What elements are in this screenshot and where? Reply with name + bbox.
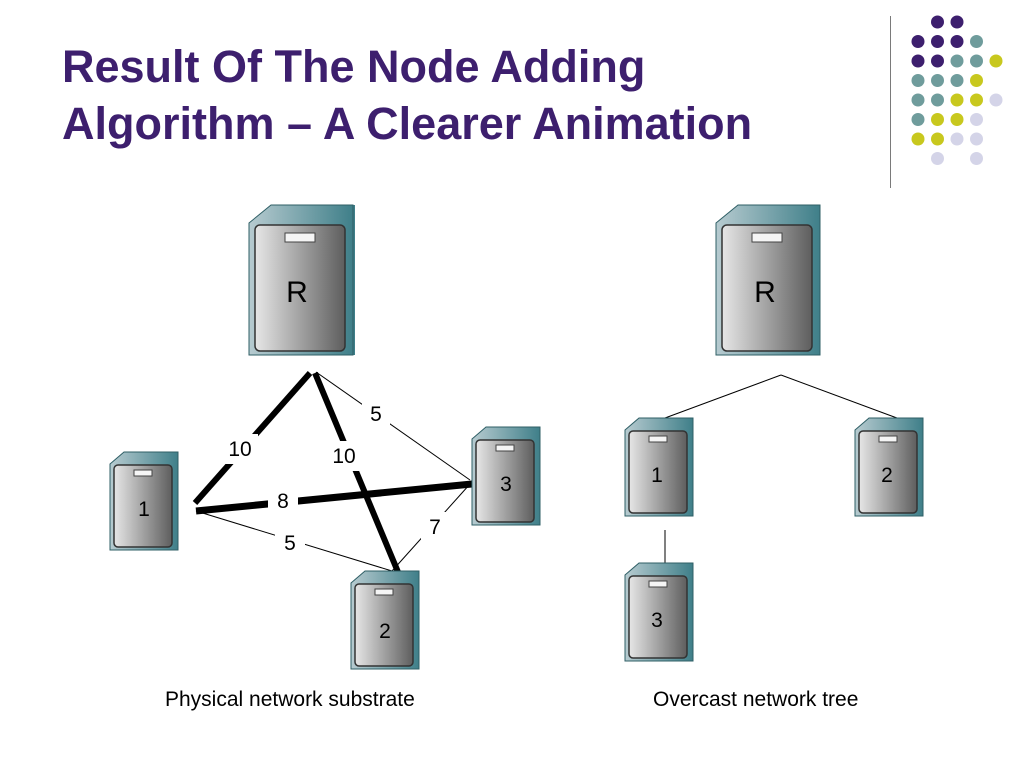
decorative-dot xyxy=(931,35,944,48)
decorative-dot xyxy=(931,15,944,29)
overcast-edges xyxy=(664,374,898,565)
decorative-dot xyxy=(970,74,983,87)
decorative-dot xyxy=(931,152,944,165)
server-2-overcast: 2 xyxy=(854,417,924,517)
weight-r-1: 10 xyxy=(228,438,251,461)
decorative-dot xyxy=(911,113,925,126)
server-label: 3 xyxy=(651,609,663,632)
decorative-dot xyxy=(970,54,983,68)
edge-r-3 xyxy=(315,371,471,481)
decorative-dot xyxy=(931,54,944,68)
tree-edge-r-2 xyxy=(780,374,898,419)
server-r-overcast: R xyxy=(715,204,821,356)
decorative-dot xyxy=(950,113,964,126)
weight-2-3: 7 xyxy=(429,516,441,539)
decorative-dot xyxy=(970,93,983,107)
decorative-dot-grid xyxy=(911,15,1003,165)
server-1-overcast: 1 xyxy=(624,417,694,517)
decorative-dot xyxy=(950,35,964,48)
overcast-tree-caption: Overcast network tree xyxy=(653,688,859,711)
tree-edge-r-1 xyxy=(664,374,782,419)
decorative-dot xyxy=(931,93,944,107)
slide-title-line-1: Result Of The Node Adding xyxy=(62,41,646,92)
edge-1-3-tree xyxy=(195,480,473,515)
slide-title-line-2: Algorithm – A Clearer Animation xyxy=(62,98,753,149)
server-label: 1 xyxy=(651,464,663,487)
decorative-dot xyxy=(950,74,964,87)
server-1-physical: 1 xyxy=(109,451,179,551)
server-r-physical: R xyxy=(248,204,355,356)
decorative-dot xyxy=(970,132,983,146)
decorative-dot xyxy=(911,54,925,68)
server-label: 3 xyxy=(500,473,512,496)
decorative-dot xyxy=(950,54,964,68)
server-2-physical: 2 xyxy=(350,570,420,670)
decorative-dot xyxy=(989,54,1003,68)
server-label: R xyxy=(286,276,308,309)
server-label: 1 xyxy=(138,498,150,521)
decorative-dot xyxy=(931,74,944,87)
weight-r-2: 10 xyxy=(332,445,355,468)
server-label: 2 xyxy=(379,620,391,643)
decorative-dot xyxy=(970,35,983,48)
decorative-dot xyxy=(970,152,983,165)
server-label: R xyxy=(754,276,776,309)
server-3-physical: 3 xyxy=(471,426,541,526)
decorative-divider xyxy=(890,16,891,188)
label-backgrounds xyxy=(222,399,449,558)
server-label: 2 xyxy=(881,464,893,487)
decorative-dot xyxy=(911,93,925,107)
decorative-dot xyxy=(911,35,925,48)
decorative-dot xyxy=(911,132,925,146)
weight-r-3: 5 xyxy=(370,403,382,426)
physical-network-caption: Physical network substrate xyxy=(165,688,415,711)
decorative-dot xyxy=(950,93,964,107)
edge-r-2-tree xyxy=(312,371,401,574)
decorative-dot xyxy=(989,93,1003,107)
decorative-dot xyxy=(970,113,983,126)
weight-1-3: 8 xyxy=(277,490,289,513)
decorative-dot xyxy=(950,132,964,146)
decorative-dot xyxy=(950,15,964,29)
decorative-dot xyxy=(931,113,944,126)
decorative-dot xyxy=(931,132,944,146)
decorative-dot xyxy=(911,74,925,87)
server-3-overcast: 3 xyxy=(624,562,694,662)
slide-title: Result Of The Node Adding Algorithm – A … xyxy=(62,38,862,152)
weight-1-2: 5 xyxy=(284,532,296,555)
